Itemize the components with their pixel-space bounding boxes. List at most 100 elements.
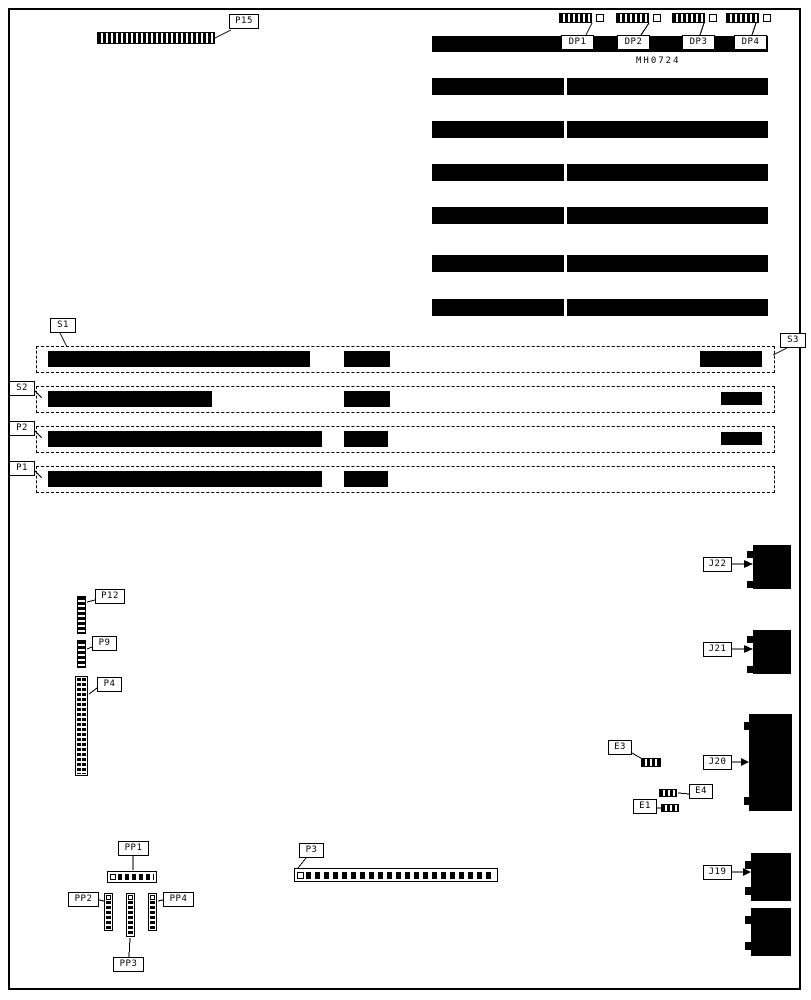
callout-s2: S2 [9, 381, 35, 396]
board-outline [8, 8, 801, 990]
socket-row-6-right [567, 255, 768, 272]
e3-jumper [641, 758, 661, 767]
dp1-pins [559, 13, 592, 23]
p4-pin-column [82, 678, 86, 774]
pp4-pins [150, 901, 155, 929]
callout-j21: J21 [703, 642, 732, 657]
callout-j22: J22 [703, 557, 732, 572]
socket-row-2-right [567, 78, 768, 95]
p15-header [97, 32, 215, 44]
dp3-connector [672, 13, 719, 23]
callout-j19: J19 [703, 865, 732, 880]
socket-row-5-left [432, 207, 564, 224]
s2-slot-bar [48, 391, 212, 407]
edge-connector-mount-tab [745, 942, 751, 950]
socket-row-6-left [432, 255, 564, 272]
p1-slot-bar [48, 471, 322, 487]
j21-connector [753, 630, 791, 674]
dp1-connector [559, 13, 606, 23]
j19-mount-tab [745, 887, 751, 895]
dp2-pins [616, 13, 649, 23]
e4-jumper [659, 789, 677, 797]
pp3-header [126, 893, 135, 937]
j20-mount-tab [744, 722, 750, 730]
s2-slot-bar-mid [344, 391, 390, 407]
j21-mount-tab [747, 666, 753, 673]
callout-p15: P15 [229, 14, 259, 29]
callout-s1: S1 [50, 318, 76, 333]
dp4-pins [726, 13, 759, 23]
socket-row-3-left [432, 121, 564, 138]
dp2-connector [616, 13, 663, 23]
s1-slot-bar [48, 351, 310, 367]
callout-p12: P12 [95, 589, 125, 604]
socket-row-4-left [432, 164, 564, 181]
j21-mount-tab [747, 636, 753, 643]
callout-s3: S3 [780, 333, 806, 348]
callout-dp3: DP3 [682, 35, 715, 50]
p2-slot-bar-right [721, 432, 762, 445]
e1-jumper [661, 804, 679, 812]
callout-dp4: DP4 [734, 35, 767, 50]
s3-connector-bar [700, 351, 762, 367]
callout-e3: E3 [608, 740, 632, 755]
callout-dp1: DP1 [561, 35, 594, 50]
callout-pp4: PP4 [163, 892, 194, 907]
callout-dp2: DP2 [617, 35, 650, 50]
pp1-header [107, 871, 157, 883]
p2-slot-bar [48, 431, 322, 447]
pp4-pin1-pad [150, 895, 155, 900]
j20-mount-tab [744, 797, 750, 805]
j22-mount-tab [747, 581, 753, 588]
p3-pin1-pad [297, 871, 304, 879]
edge-connector [751, 908, 791, 956]
pp2-pin1-pad [106, 895, 111, 900]
pp1-pins [118, 874, 154, 880]
pp4-header [148, 893, 157, 931]
callout-pp3: PP3 [113, 957, 144, 972]
p4-pin-column [77, 678, 81, 774]
callout-e4: E4 [689, 784, 713, 799]
callout-p2: P2 [9, 421, 35, 436]
p12-header [77, 596, 86, 634]
s1-slot-bar-mid [344, 351, 390, 367]
callout-pp2: PP2 [68, 892, 99, 907]
s2-slot-bar-right [721, 392, 762, 405]
dp1-pad [596, 14, 604, 22]
dp2-pad [653, 14, 661, 22]
socket-row-7-left [432, 299, 564, 316]
edge-connector-mount-tab [745, 916, 751, 924]
callout-p9: P9 [92, 636, 117, 651]
socket-row-4-right [567, 164, 768, 181]
socket-row-5-right [567, 207, 768, 224]
j22-connector [753, 545, 791, 589]
callout-pp1: PP1 [118, 841, 149, 856]
pp2-pins [106, 901, 111, 929]
p1-slot-bar-mid [344, 471, 388, 487]
socket-row-7-right [567, 299, 768, 316]
callout-p1: P1 [9, 461, 35, 476]
callout-e1: E1 [633, 799, 657, 814]
p9-header [77, 640, 86, 668]
dp3-pins [672, 13, 705, 23]
j19-connector [751, 853, 791, 901]
p4-header [75, 676, 88, 776]
p3-header [294, 868, 498, 882]
dp3-pad [709, 14, 717, 22]
p2-slot-bar-mid [344, 431, 388, 447]
pp3-pin1-pad [128, 895, 133, 900]
callout-p4: P4 [97, 677, 122, 692]
socket-row-3-right [567, 121, 768, 138]
j20-connector [749, 714, 792, 811]
socket-row-1 [432, 36, 768, 52]
p3-pins [306, 871, 495, 879]
pp1-pin1-pad [110, 874, 116, 880]
pp2-header [104, 893, 113, 931]
dp4-connector [726, 13, 772, 23]
part-number-text: MH0724 [636, 56, 681, 66]
callout-p3: P3 [299, 843, 324, 858]
pp3-pins [128, 901, 133, 935]
callout-j20: J20 [703, 755, 732, 770]
slot-row-p2 [36, 426, 775, 453]
